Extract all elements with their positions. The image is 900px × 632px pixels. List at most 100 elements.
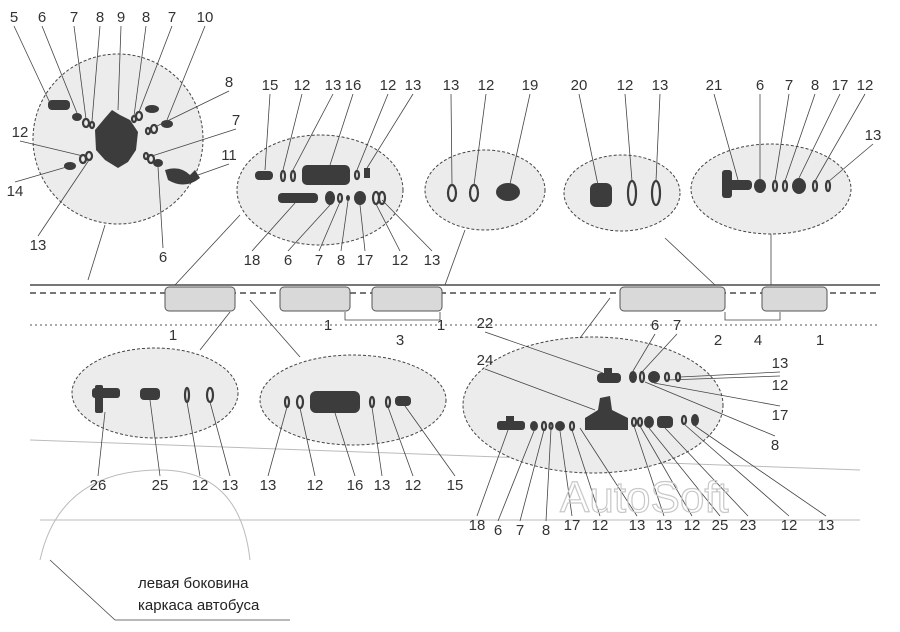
leader-line [476,429,509,517]
leader-line [186,401,201,477]
leader-line [91,25,101,122]
leader-line [251,202,296,252]
callout-label: 13 [652,77,669,94]
leader-line [19,140,84,157]
leader-line [484,368,596,411]
callout-label: 1 [816,332,824,349]
callout-label: 18 [244,252,261,269]
callout-label: 23 [740,517,757,534]
callout-label: 13 [30,237,47,254]
block-2 [619,286,726,312]
leader-line [497,430,535,522]
leader-line [450,93,453,186]
callout-label: 7 [70,9,78,26]
leader-line [138,25,173,113]
callout-label: 12 [781,517,798,534]
leader-line [13,25,51,104]
callout-label: 2 [714,332,722,349]
callout-label: 8 [771,437,779,454]
callout-label: 18 [469,517,486,534]
block-1c [371,286,443,312]
leader-line [644,381,776,437]
callout-label: 12 [405,477,422,494]
callout-label: 7 [673,317,681,334]
callout-label: 15 [447,477,464,494]
leader-line [299,407,316,477]
leader-line [633,425,665,517]
callout-label: 12 [684,517,701,534]
leader-line [14,165,71,183]
callout-label: 13 [818,517,835,534]
leader-line [655,93,661,182]
leader-line [519,429,545,522]
watermark: AutoSoft [560,473,729,522]
leader-line [292,93,334,171]
callout-label: 22 [477,315,494,332]
callout-label: 9 [117,9,125,26]
leader-line [666,375,781,381]
callout-label: 7 [168,9,176,26]
callout-label: 6 [38,9,46,26]
connector-lines [87,214,772,358]
leader-line [814,93,866,182]
callout-label: 13 [424,252,441,269]
leader-line [197,163,230,176]
callout-label: 4 [754,332,762,349]
detail-oval-4 [563,154,681,232]
leader-line [366,93,414,169]
leader-line [97,411,106,477]
detail-oval-5 [690,143,852,235]
leader-line [545,428,552,522]
callout-label: 8 [811,77,819,94]
callout-label: 19 [522,77,539,94]
leader-line [73,25,87,120]
leader-line [340,200,349,252]
leader-line [639,425,693,517]
callout-label: 13 [865,127,882,144]
caption-line-2: каркаса автобуса [138,597,260,614]
callout-label: 13 [325,77,342,94]
callout-label: 12 [380,77,397,94]
leader-line [381,199,433,252]
callout-label: 15 [262,77,279,94]
block-1d [761,286,828,312]
callout-label: 16 [345,77,362,94]
callout-label: 11 [221,147,237,164]
leader-line [679,371,781,378]
leader-line [571,429,601,517]
callout-label: 3 [396,332,404,349]
callout-label: 26 [90,477,107,494]
callout-label: 7 [785,77,793,94]
block-1b [279,286,351,312]
callout-label: 12 [307,477,324,494]
leader-line [387,406,414,477]
callout-label: 6 [159,249,167,266]
leader-line [287,204,331,252]
leader-line [664,427,749,517]
leader-line [559,430,573,517]
leader-line [784,93,816,182]
leader-line [694,425,827,517]
leader-line [154,90,230,128]
leader-line [404,405,456,477]
callout-label: 13 [443,77,460,94]
leader-line [166,25,206,121]
callout-label: 13 [260,477,277,494]
leader-line [641,333,678,373]
detail-oval-3 [424,149,546,231]
leader-line [329,93,354,166]
callout-label: 8 [142,9,150,26]
callout-label: 12 [857,77,874,94]
callout-label: 6 [651,317,659,334]
leader-line [632,333,656,372]
leader-line [648,427,721,517]
callout-label: 16 [347,477,364,494]
leader-line [713,93,739,181]
callout-label: 12 [617,77,634,94]
leader-line [133,25,147,117]
callout-label: 12 [478,77,495,94]
callout-label: 13 [656,517,673,534]
callout-label: 25 [152,477,169,494]
